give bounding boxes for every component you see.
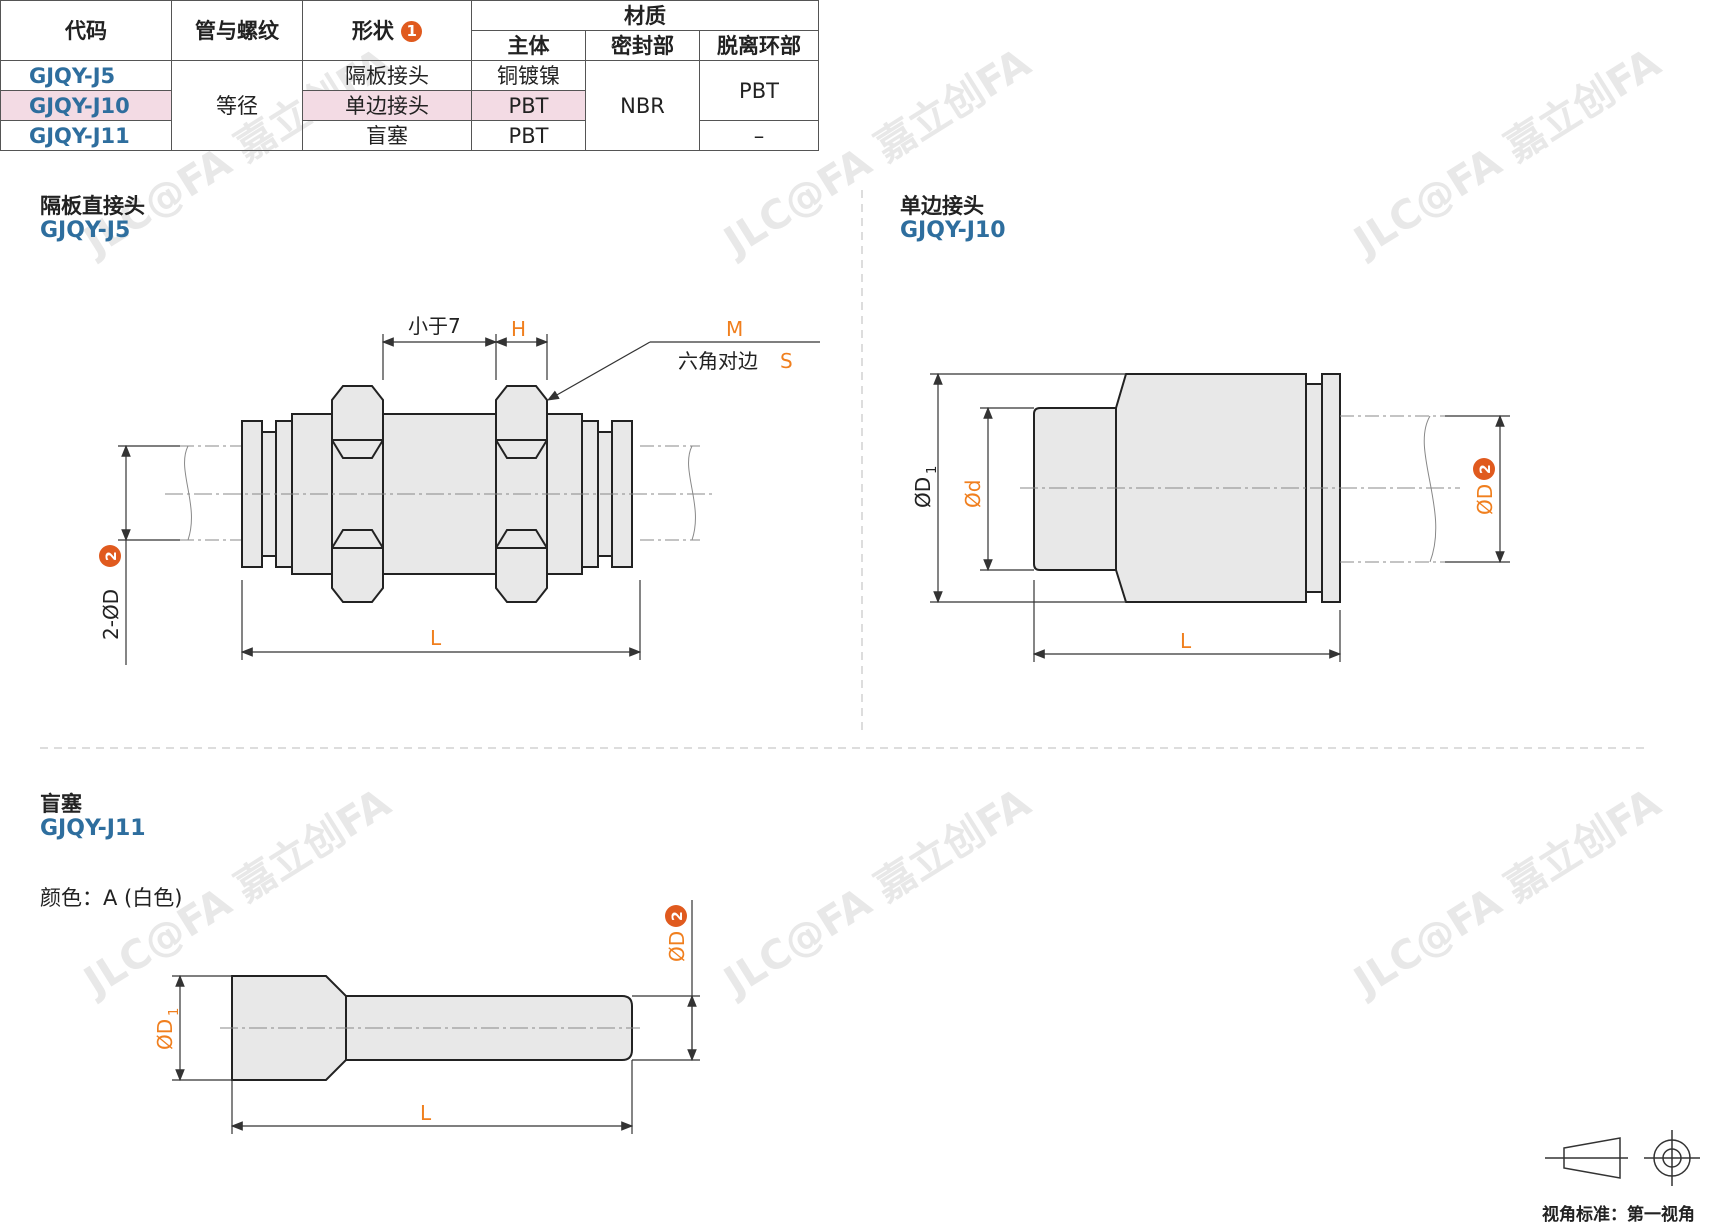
row-code: GJQY-J11 [0, 120, 172, 151]
tube-left [180, 445, 242, 541]
svg-text:ØD: ØD [153, 1019, 177, 1050]
dim-L-plug: L [420, 1101, 432, 1125]
svg-text:1: 1 [167, 1008, 182, 1016]
section-title-plug: 盲塞 [40, 792, 82, 816]
dim-D-single: ØD 2 [1473, 458, 1497, 515]
row-shape: 隔板接头 [302, 60, 472, 91]
single-drawing [1020, 373, 1460, 603]
row-code: GJQY-J5 [0, 60, 172, 91]
first-angle-projection-icon [1545, 1130, 1700, 1186]
badge-1: 1 [401, 21, 423, 42]
section-code-single: GJQY-J10 [900, 218, 1006, 243]
release-value-top: PBT [699, 60, 819, 121]
svg-text:2: 2 [670, 911, 686, 921]
dim-D1-plug: ØD 1 [153, 1008, 182, 1050]
section-code-bulkhead: GJQY-J5 [40, 218, 131, 243]
svg-text:ØD: ØD [665, 931, 689, 962]
header-code: 代码 [0, 0, 172, 61]
header-shape: 形状 1 [302, 0, 472, 61]
svg-text:2: 2 [1478, 464, 1494, 474]
dim-M: M [726, 317, 743, 341]
spec-table: 代码 管与螺纹 形状 1 材质 主体 密封部 脱离环部 GJQY-J5 等径 隔… [0, 0, 819, 151]
release-value-bottom: – [699, 120, 819, 151]
row-body: PBT [471, 90, 586, 121]
dim-d: Ød [961, 480, 985, 508]
dim-L-bulkhead: L [430, 626, 442, 650]
section-code-plug: GJQY-J11 [40, 816, 146, 841]
svg-text:1: 1 [925, 466, 940, 474]
svg-text:2: 2 [104, 551, 120, 561]
row-shape: 盲塞 [302, 120, 472, 151]
plug-drawing [220, 975, 640, 1081]
header-body: 主体 [471, 30, 586, 61]
row-body: PBT [471, 120, 586, 151]
header-pipe: 管与螺纹 [171, 0, 303, 61]
dim-D1-single: ØD 1 [911, 466, 940, 508]
header-seal: 密封部 [585, 30, 700, 61]
plug-dimensions [172, 900, 700, 1134]
header-material: 材质 [471, 0, 819, 31]
dim-hex: 六角对边 [678, 349, 758, 373]
color-note: 颜色：A (白色) [40, 886, 183, 910]
section-title-single: 单边接头 [900, 194, 984, 218]
svg-text:ØD: ØD [911, 477, 935, 508]
section-title-bulkhead: 隔板直接头 [40, 194, 145, 218]
dim-S: S [780, 349, 793, 373]
dim-L-single: L [1180, 629, 1192, 653]
svg-text:ØD: ØD [1473, 484, 1497, 515]
bulkhead-drawing [165, 385, 715, 603]
dim-lt7: 小于7 [408, 314, 461, 338]
svg-text:2-ØD: 2-ØD [99, 589, 123, 640]
seal-value: NBR [585, 60, 700, 151]
view-standard: 视角标准：第一视角 [1542, 1205, 1695, 1225]
dim-D-plug: ØD 2 [665, 905, 689, 962]
bulkhead-dimensions [118, 334, 820, 665]
row-shape: 单边接头 [302, 90, 472, 121]
dim-H: H [511, 317, 526, 341]
row-code: GJQY-J10 [0, 90, 172, 121]
single-dimensions [930, 372, 1510, 662]
dim-2D-label: 2-ØD 2 [99, 545, 123, 640]
tube-right [640, 445, 700, 541]
row-body: 铜镀镍 [471, 60, 586, 91]
